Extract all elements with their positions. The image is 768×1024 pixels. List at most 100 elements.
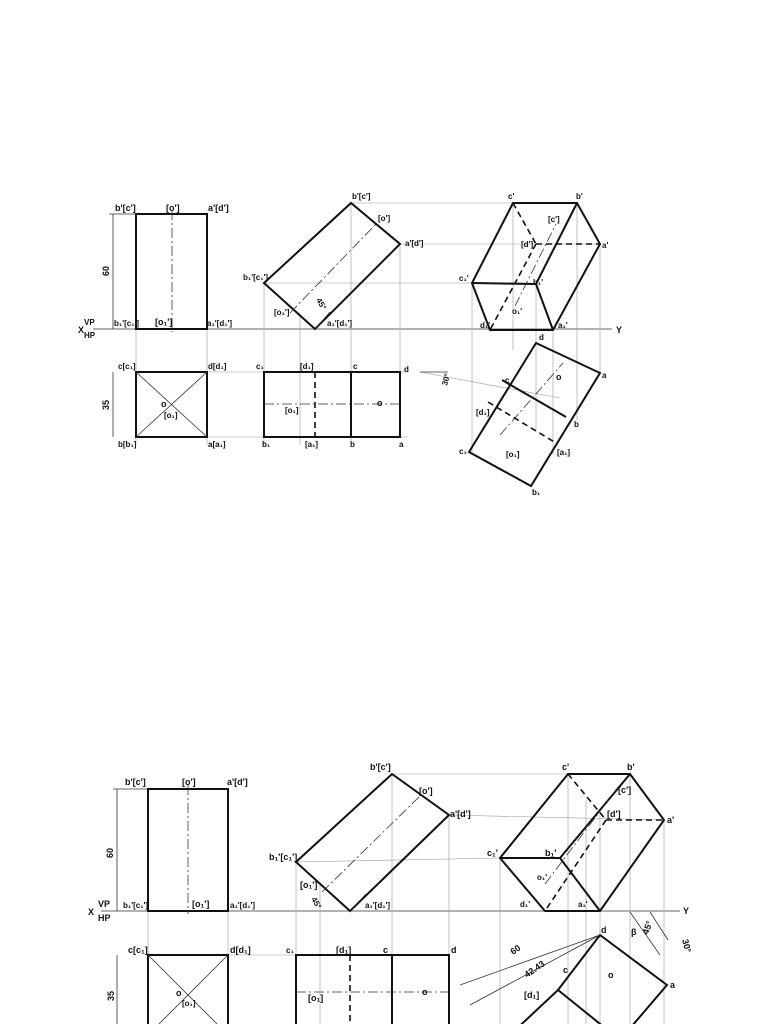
label-a: a' [667, 815, 674, 825]
angle-45: 45° [640, 919, 654, 936]
angle-30: 30° [680, 938, 693, 954]
label-a: a [602, 371, 607, 380]
label-o1: [o₁] [308, 993, 323, 1003]
label-o1: [o₁] [285, 406, 299, 415]
label-d-hidden: [d'] [607, 809, 621, 819]
label-c: c' [508, 192, 514, 201]
label-o: [o'] [166, 203, 180, 213]
label-c1: c₁' [459, 274, 469, 283]
label-d-d1: d[d₁] [208, 362, 227, 371]
label-a1: [a₁] [305, 440, 318, 449]
label-b-c: b'[c'] [370, 762, 391, 772]
label-d1: d₁' [520, 900, 530, 909]
label-o1: [o₁] [164, 411, 178, 420]
label-c-c1: c[c₁] [118, 362, 136, 371]
angle-30: 30° [440, 372, 452, 386]
label-a-d: a'[d'] [405, 239, 424, 248]
label-d: d [539, 333, 544, 342]
dimension-35: 35 [106, 991, 116, 1001]
label-o1: [o₁'] [274, 308, 290, 317]
label-b-c: b'[c'] [352, 192, 371, 201]
front-view-1b: b'[c'] [o'] a'[d'] b₁'[c₁'] [o₁'] a₁'[d₁… [243, 192, 424, 331]
label-c: c [563, 965, 568, 975]
top-view-1a: c[c₁] d[d₁] b[b₁] a[a₁] o [o₁] 35 [101, 362, 227, 449]
label-d1: [d₁] [300, 362, 314, 371]
vp-label: VP [98, 899, 110, 909]
label-a: a [670, 980, 676, 990]
front-view-1c: c' b' [c'] [d'] a' c₁' b₁' o₁' d₁' a₁' [459, 192, 608, 331]
dimension-60: 60 [508, 943, 522, 957]
label-o1: [o₁'] [155, 317, 172, 327]
label-o1: [o₁'] [300, 880, 317, 890]
projector-lines-2 [147, 773, 665, 1024]
dimension-35: 35 [101, 400, 111, 410]
label-a1: a₁' [578, 900, 588, 909]
label-b-c: b'[c'] [125, 777, 146, 787]
label-b1-c1: b₁'[c₁'] [114, 319, 139, 328]
label-a1-d1: a₁'[d₁'] [230, 901, 255, 910]
label-d: d [404, 365, 409, 374]
label-a-d: a'[d'] [450, 809, 471, 819]
label-o: o [161, 399, 167, 409]
label-c: c [353, 362, 358, 371]
figure-2: X VP HP Y [88, 762, 693, 1024]
label-b1-c1: b₁'[c₁'] [243, 273, 268, 282]
label-c1: c₁ [459, 447, 467, 456]
front-view-1a: b'[c'] [o'] a'[d'] b₁'[c₁'] [o₁'] a₁'[d₁… [101, 203, 232, 332]
label-d-d1: d[d₁] [230, 945, 251, 955]
label-a-d: a'[d'] [227, 777, 248, 787]
label-d1: [d₁] [336, 945, 351, 955]
label-o: [o'] [419, 786, 433, 796]
angle-45: 45° [314, 297, 328, 312]
label-d: d [451, 945, 457, 955]
dimension-60: 60 [101, 266, 111, 276]
label-beta: β [631, 927, 637, 937]
hp-label: HP [84, 331, 96, 340]
front-view-2a: b'[c'] [o'] a'[d'] b₁'[c₁'] [o₁'] a₁'[d₁… [105, 777, 255, 914]
label-d1: d₁' [480, 321, 490, 330]
y-label: Y [616, 325, 622, 335]
label-b: b' [627, 762, 635, 772]
label-b: b [574, 420, 579, 429]
label-d1: [d₁] [524, 990, 539, 1000]
label-o: [o'] [182, 777, 196, 787]
label-c1: c₁' [487, 848, 498, 858]
top-view-2b: c₁ [d₁] c d [o₁] o [286, 945, 457, 1024]
label-o1: o₁' [512, 307, 522, 316]
front-view-2c: c' b' [c'] [d'] a' c₁' b₁' o₁' d₁' a₁' [487, 762, 674, 912]
label-a1-d1: a₁'[d₁'] [365, 901, 390, 910]
label-b1-c1: b₁'[c₁'] [269, 852, 297, 862]
label-b: b' [576, 192, 583, 201]
label-c: c [505, 376, 510, 385]
label-b-b1: b[b₁] [118, 440, 137, 449]
label-c: c [383, 945, 388, 955]
figure-1: X VP HP Y [78, 192, 622, 497]
label-b1: b₁' [545, 848, 556, 858]
top-view-1b: c₁ [d₁] c d [o₁] o b₁ [a₁] b a [256, 362, 409, 449]
label-c: c' [562, 762, 569, 772]
label-c-hidden: [c'] [548, 215, 560, 224]
label-o: o [176, 988, 182, 998]
hp-label: HP [98, 913, 111, 923]
x-label: X [78, 325, 84, 335]
label-o1: [o₁'] [192, 899, 209, 909]
label-a-d: a'[d'] [208, 203, 229, 213]
label-b: b [350, 440, 355, 449]
front-view-2b: b'[c'] [o'] a'[d'] b₁'[c₁'] [o₁'] a₁'[d₁… [269, 762, 471, 913]
top-view-1c: d c o a [d₁] b c₁ [o₁] [a₁] b₁ 30° [420, 333, 607, 497]
label-a1: [a₁] [557, 448, 570, 457]
top-view-2c: d c o a [d₁] 60 42.43 β 45° 30° [459, 911, 693, 1024]
label-b1: b₁ [262, 440, 271, 449]
x-label: X [88, 907, 94, 917]
y-label: Y [683, 906, 689, 916]
label-b1: b₁ [532, 488, 541, 497]
label-b-c: b'[c'] [115, 203, 136, 213]
dimension-60: 60 [105, 848, 115, 858]
label-o: o [608, 970, 614, 980]
vp-label: VP [84, 318, 95, 327]
label-a-a1: a[a₁] [208, 440, 226, 449]
angle-45: 45° [309, 896, 323, 911]
label-o1: o₁' [537, 873, 547, 882]
